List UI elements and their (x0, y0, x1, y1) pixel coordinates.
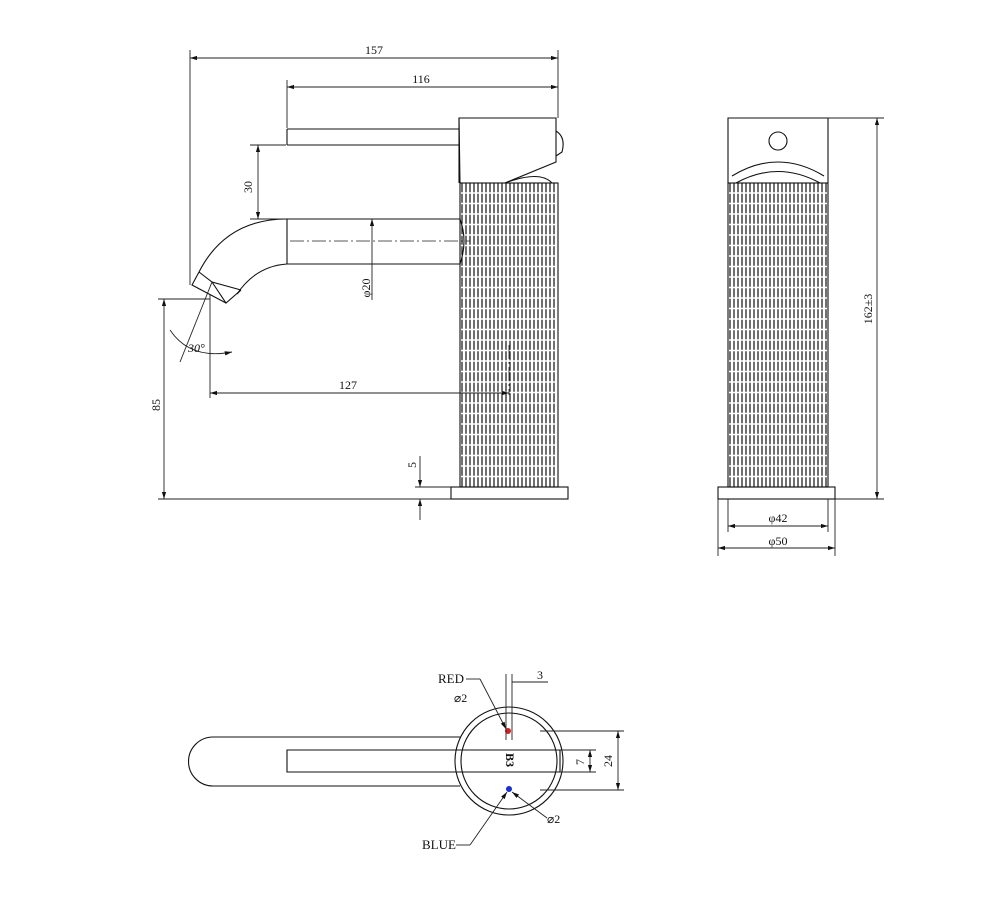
dim-angle-arc (169, 329, 233, 356)
side-head-curve (504, 175, 553, 184)
dim-phi50-label: φ50 (769, 534, 788, 548)
dim-127-label: 127 (339, 378, 357, 392)
red-leader (479, 678, 507, 730)
side-handle-bar (286, 128, 459, 146)
front-base-plate (717, 486, 836, 500)
side-spout-body-joint (459, 218, 465, 265)
front-head-arch-outer (731, 161, 825, 177)
dim-157-label: 157 (365, 43, 383, 57)
front-lever-head (727, 117, 829, 184)
dim-phi20-label: φ20 (359, 279, 373, 298)
dim-phi42-label: φ42 (769, 511, 788, 525)
top-body-inner-circle (460, 712, 558, 810)
dim-7-label: 7 (573, 759, 587, 765)
red-marker-dot (505, 728, 511, 734)
red-label: RED (438, 671, 464, 686)
top-body-outer-circle (454, 706, 564, 816)
side-spout-bottom (236, 263, 460, 295)
top-spout-outline (188, 736, 460, 787)
top-logo-mark: B3 (503, 753, 517, 767)
dim-angle-ray (179, 281, 213, 363)
blue-size-label: ⌀2 (547, 812, 560, 826)
top-view: B3 RED ⌀2 3 BLUE ⌀2 7 24 (188, 668, 624, 852)
blue-label: BLUE (422, 837, 456, 852)
dim-162-label: 162±3 (861, 294, 875, 325)
dim-5-label: 5 (405, 462, 419, 468)
dim-30-label: 30 (241, 181, 255, 193)
side-lever-head (458, 117, 557, 184)
side-body-outline (459, 182, 559, 488)
front-lever-pivot (768, 131, 788, 151)
dim-angle-label: 30° (187, 341, 205, 355)
blue-marker-dot (506, 786, 512, 792)
side-lever-knob (555, 130, 564, 157)
top-handle-slot (286, 749, 561, 773)
front-head-arch-inner (735, 170, 821, 184)
red-size-label: ⌀2 (454, 691, 467, 705)
dim-3-label: 3 (537, 668, 543, 682)
side-spout-outlet (191, 271, 227, 304)
dim-116-label: 116 (412, 72, 430, 86)
side-view: 157 116 30 φ20 30° 127 85 5 (149, 43, 569, 520)
side-body-knurled (460, 183, 558, 487)
blue-leader (469, 791, 508, 846)
front-view: 162±3 φ42 φ50 (717, 117, 884, 556)
dim-85-label: 85 (149, 399, 163, 411)
front-body-knurled (728, 183, 828, 487)
dim-24-label: 24 (601, 755, 615, 767)
side-base-plate (450, 486, 569, 500)
